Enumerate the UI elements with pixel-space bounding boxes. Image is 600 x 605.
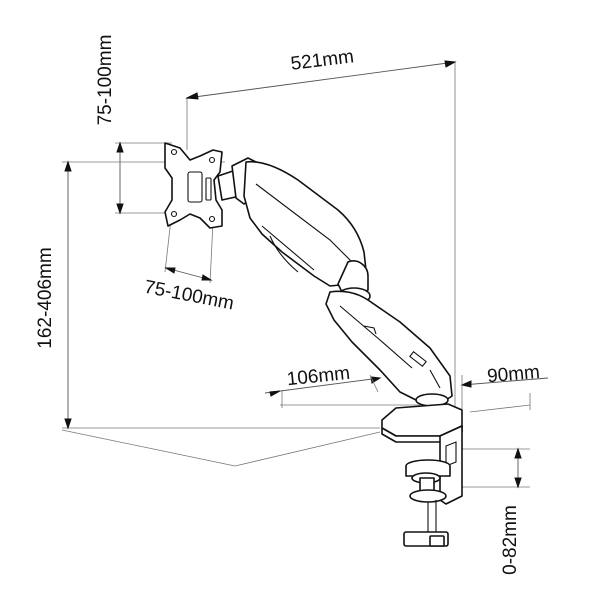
base-front-label: 106mm [286,363,351,391]
dimension-labels: 521mm 75-100mm 75-100mm 162-406mm 106mm … [35,35,541,575]
base-back-label: 90mm [486,362,540,388]
vesa-plate [164,142,223,229]
arm-reach-label: 521mm [290,46,355,75]
clamp-range-label: 0-82mm [500,505,521,575]
vesa-horizontal-label: 75-100mm [142,277,235,315]
vesa-vertical-label: 75-100mm [95,35,116,126]
c-clamp [403,425,463,547]
forearm [325,290,453,405]
height-range-label: 162-406mm [35,247,56,348]
dimension-lines [61,60,549,489]
